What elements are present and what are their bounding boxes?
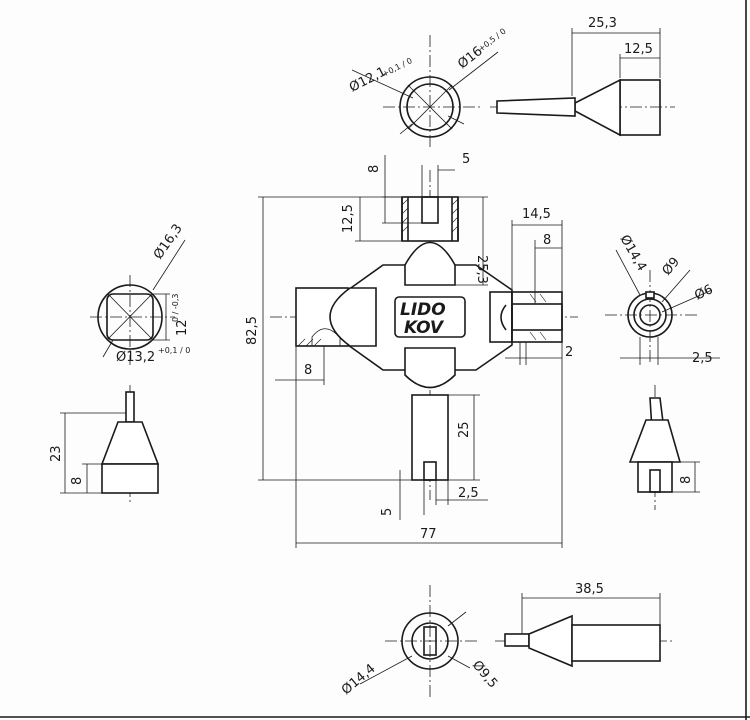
dim-right-step: 8 <box>679 476 694 484</box>
right-side-view: 8 <box>628 385 700 510</box>
dim-center-right-len: 14,5 <box>522 207 551 222</box>
dim-center-width: 77 <box>420 527 437 542</box>
dim-top-len-tip: 12,5 <box>624 42 653 57</box>
dim-bottom-len: 38,5 <box>575 582 604 597</box>
dim-left-diam-outer: Ø16,3 <box>151 222 186 263</box>
dim-center-height: 82,5 <box>245 316 260 345</box>
dim-center-bottom-width: 2,5 <box>458 486 479 501</box>
dim-center-slot-depth: 8 <box>367 165 382 173</box>
dim-top-diam-inner-tol: +0,1 / 0 <box>381 56 414 79</box>
dim-center-head-len: 25,3 <box>474 255 489 284</box>
dim-center-bottom-len: 25 <box>457 421 472 438</box>
logo-line-2: KOV <box>404 318 445 338</box>
center-key-view: LIDO KOV 5 8 12,5 25,3 82,5 8 1 <box>245 152 578 548</box>
top-end-view: Ø12,1 +0,1 / 0 Ø16 +0,5 / 0 <box>347 27 508 150</box>
dim-top-len-total: 25,3 <box>588 16 617 31</box>
right-end-view: Ø14,4 Ø9 Ø6 2,5 <box>605 233 720 366</box>
dim-center-head-depth: 12,5 <box>341 204 356 233</box>
dim-bottom-diam-inner: Ø9,5 <box>469 658 500 691</box>
left-side-view: 23 8 <box>49 385 160 505</box>
dim-top-diam-outer-tol: +0,5 / 0 <box>477 27 508 54</box>
logo-line-1: LIDO <box>400 300 446 320</box>
dim-left-diam-inner-tol: +0,1 / 0 <box>158 346 190 355</box>
dim-left-diam-inner: Ø13,2 <box>116 350 155 365</box>
dim-center-bottom-slot: 5 <box>380 508 395 516</box>
top-side-view: 25,3 12,5 <box>490 16 675 137</box>
bottom-side-view: 38,5 <box>495 582 675 668</box>
dim-left-square: 12 <box>175 319 190 336</box>
dim-center-left-depth: 8 <box>304 363 312 378</box>
dim-right-diam-outer: Ø14,4 <box>617 233 650 274</box>
dim-left-height: 23 <box>49 445 64 462</box>
dim-center-slot-width: 5 <box>462 152 470 167</box>
dim-center-right-gap: 2 <box>565 345 573 360</box>
dim-right-diam-mid: Ø9 <box>660 255 683 279</box>
dim-center-right-inner: 8 <box>543 233 551 248</box>
dim-bottom-diam-outer: Ø14,4 <box>339 661 379 698</box>
dim-right-diam-inner: Ø6 <box>692 282 715 303</box>
bottom-end-view: Ø14,4 Ø9,5 <box>339 585 500 700</box>
left-end-view: Ø16,3 12 0 / -0,3 Ø13,2 +0,1 / 0 <box>90 222 190 365</box>
dim-left-square-tol: 0 / -0,3 <box>171 294 180 322</box>
dim-right-offset: 2,5 <box>692 351 713 366</box>
dim-left-step: 8 <box>70 477 85 485</box>
